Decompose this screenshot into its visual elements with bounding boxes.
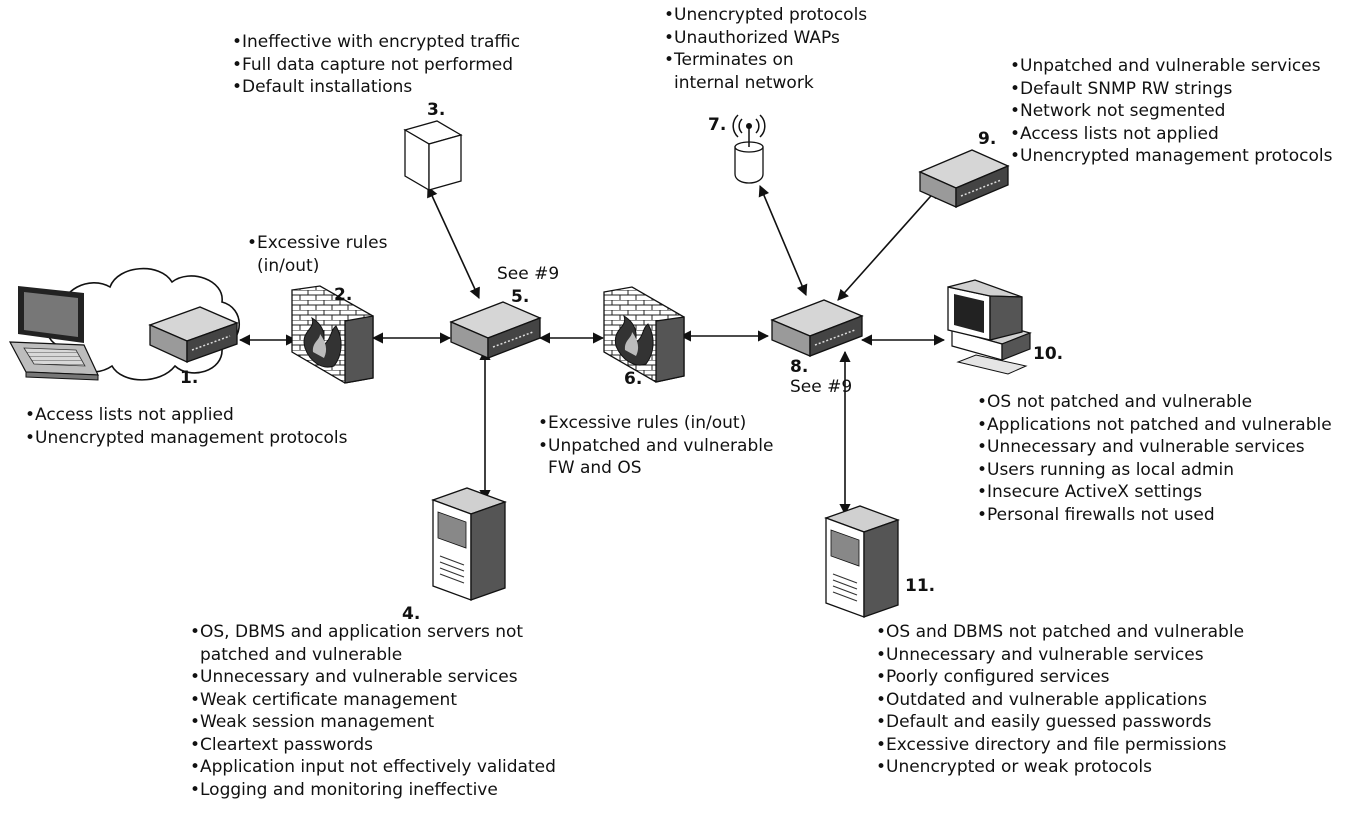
node-number-8: 8. (790, 357, 809, 377)
connectors (93, 184, 946, 516)
issue-item: Cleartext passwords (190, 734, 556, 757)
issue-item: Insecure ActiveX settings (977, 481, 1332, 504)
issues-list-10: OS not patched and vulnerable Applicatio… (977, 391, 1332, 526)
issues-list-2: Excessive rules (in/out) (247, 232, 387, 277)
issue-item: Applications not patched and vulnerable (977, 414, 1332, 437)
node-number-1: 1. (180, 368, 199, 388)
issue-item: OS and DBMS not patched and vulnerable (876, 621, 1244, 644)
issue-item: OS, DBMS and application servers not (190, 621, 556, 644)
issue-item: Unnecessary and vulnerable services (876, 644, 1244, 667)
issue-item: Unnecessary and vulnerable services (977, 436, 1332, 459)
switch-icon-8 (770, 299, 864, 357)
issues-list-7: Unencrypted protocols Unauthorized WAPs … (664, 4, 867, 94)
issue-item: Default and easily guessed passwords (876, 711, 1244, 734)
issue-item: Terminates on (664, 49, 867, 72)
router-icon-1 (148, 306, 239, 364)
issue-item: Excessive rules (in/out) (538, 412, 773, 435)
issue-item: Access lists not applied (25, 404, 347, 427)
issue-item: OS not patched and vulnerable (977, 391, 1332, 414)
issues-list-3: Ineffective with encrypted traffic Full … (232, 31, 520, 99)
issue-item-continued: (in/out) (257, 255, 320, 276)
ids-sensor-icon-3 (403, 120, 463, 192)
issue-item: Application input not effectively valida… (190, 756, 556, 779)
issues-list-9: Unpatched and vulnerable services Defaul… (1010, 55, 1332, 168)
link-switch9-switch8 (837, 187, 939, 301)
issues-list-6: Excessive rules (in/out) Unpatched and v… (538, 412, 773, 480)
workstation-icon-10 (947, 279, 1032, 375)
node-number-2: 2. (334, 285, 353, 305)
server-icon-4 (431, 487, 507, 601)
issue-item-continued: patched and vulnerable (200, 644, 403, 665)
issue-item: Access lists not applied (1010, 123, 1332, 146)
issue-item: Unpatched and vulnerable (538, 435, 773, 458)
node-number-10: 10. (1033, 344, 1064, 364)
node-number-6: 6. (624, 369, 643, 389)
node-number-3: 3. (427, 100, 446, 120)
firewall-icon-6 (603, 286, 685, 383)
laptop-icon (8, 286, 99, 381)
issues-list-1: Access lists not applied Unencrypted man… (25, 404, 347, 449)
node-number-11: 11. (905, 576, 936, 596)
issue-item: Ineffective with encrypted traffic (232, 31, 520, 54)
issue-item: Unauthorized WAPs (664, 27, 867, 50)
link-wap7-switch8 (758, 184, 808, 297)
node-number-4: 4. (402, 604, 421, 624)
link-ids3-switch5 (427, 185, 480, 300)
issue-item: Unencrypted management protocols (25, 427, 347, 450)
issue-item: Personal firewalls not used (977, 504, 1332, 527)
issue-item-continued: internal network (674, 72, 814, 93)
node-number-9: 9. (978, 129, 997, 149)
issue-item: Logging and monitoring ineffective (190, 779, 556, 802)
issue-item: Poorly configured services (876, 666, 1244, 689)
issue-item: Users running as local admin (977, 459, 1332, 482)
issues-list-11: OS and DBMS not patched and vulnerable U… (876, 621, 1244, 779)
issue-item: Unencrypted or weak protocols (876, 756, 1244, 779)
wireless-ap-icon-7 (732, 114, 766, 184)
issue-item: Unencrypted protocols (664, 4, 867, 27)
node-number-7: 7. (708, 115, 727, 135)
node-number-5: 5. (511, 287, 530, 307)
server-icon-11 (824, 505, 900, 618)
firewall-icon-2 (291, 285, 374, 384)
issue-item: Network not segmented (1010, 100, 1332, 123)
issue-item: Unpatched and vulnerable services (1010, 55, 1332, 78)
issue-item: Weak session management (190, 711, 556, 734)
issue-item: Weak certificate management (190, 689, 556, 712)
switch-icon-9 (918, 149, 1010, 209)
issue-item: Default installations (232, 76, 520, 99)
issue-item: Outdated and vulnerable applications (876, 689, 1244, 712)
switch-icon-5 (449, 301, 542, 359)
issue-item: Unencrypted management protocols (1010, 145, 1332, 168)
issue-item: Unnecessary and vulnerable services (190, 666, 556, 689)
issue-item: Excessive directory and file permissions (876, 734, 1244, 757)
node-see-5: See #9 (497, 264, 560, 284)
issues-list-4: OS, DBMS and application servers not pat… (190, 621, 556, 801)
issue-item: Default SNMP RW strings (1010, 78, 1332, 101)
issue-item-continued: FW and OS (548, 458, 642, 478)
issue-item: Excessive rules (247, 232, 387, 255)
node-see-8: See #9 (790, 377, 853, 397)
issue-item: Full data capture not performed (232, 54, 520, 77)
